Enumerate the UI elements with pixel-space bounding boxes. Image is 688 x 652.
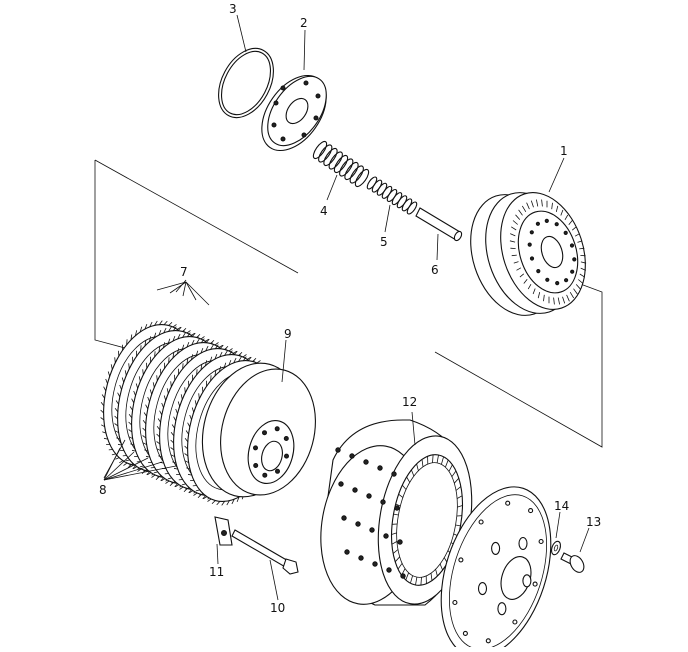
inner-spring — [366, 176, 418, 215]
label-part-5: 5 — [380, 235, 388, 249]
leader-lines — [103, 14, 590, 601]
part-labels: 3 2 4 5 6 1 7 9 12 14 13 11 10 8 — [99, 2, 601, 615]
label-part-4: 4 — [320, 204, 328, 218]
label-part-6: 6 — [431, 263, 439, 277]
clutch-hub — [201, 362, 316, 498]
cap-bolt — [560, 552, 585, 573]
snap-ring — [218, 47, 274, 119]
clutch-drum — [470, 192, 587, 316]
washer — [550, 540, 562, 556]
label-part-8: 8 — [99, 483, 107, 497]
label-part-1: 1 — [560, 144, 568, 158]
retainer-plate — [261, 74, 327, 152]
outer-spring — [312, 140, 370, 188]
end-cover-plate — [440, 486, 552, 652]
label-part-12: 12 — [402, 395, 417, 409]
label-part-2: 2 — [300, 16, 308, 30]
label-part-10: 10 — [270, 601, 285, 615]
lock-plate — [214, 516, 233, 546]
long-bolt — [231, 529, 299, 575]
label-part-9: 9 — [284, 327, 292, 341]
label-part-3: 3 — [229, 2, 237, 16]
label-part-13: 13 — [586, 515, 601, 529]
label-part-11: 11 — [209, 565, 224, 579]
guide-pin — [415, 207, 463, 242]
label-part-7: 7 — [180, 265, 188, 279]
label-part-14: 14 — [554, 499, 569, 513]
